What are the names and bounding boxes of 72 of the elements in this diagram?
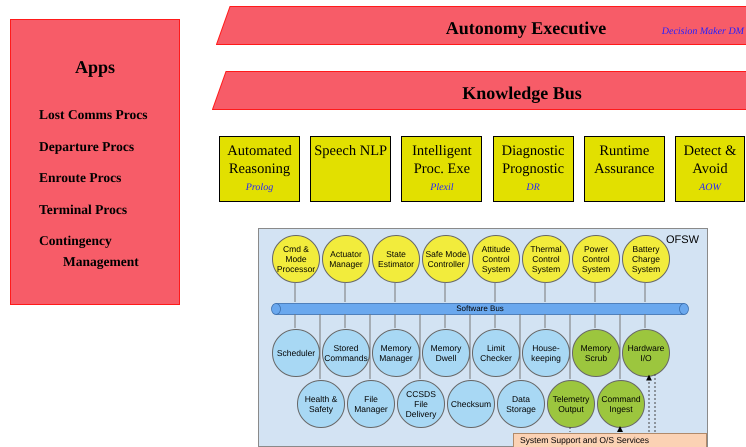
module-label: Memory Scrub [580,343,612,363]
connector-line [444,314,446,328]
apps-panel [10,19,180,305]
banner-title: Knowledge Bus [461,82,583,105]
connector-line [617,426,623,432]
connector-line [644,282,646,302]
module-label: Hardware I/O [626,343,666,363]
connector-line [394,282,396,302]
module-label: State Estimator [377,249,415,269]
box-title: Diagnostic Prognostic [500,142,566,178]
connector-line [544,314,546,328]
component-box [401,136,482,202]
component-box [584,136,665,202]
module-label: Limit Checker [479,343,513,363]
services-label: System Support and O/S Services [520,434,649,447]
box-subtitle: AOW [699,181,721,195]
box-subtitle: Plexil [430,181,454,195]
software-panel [258,228,708,447]
app-item: Enroute Procs [39,169,122,187]
panel-heading: Apps [74,56,116,79]
component-box [675,136,745,202]
module-label: Actuator Manager [328,249,364,269]
module-label: Memory Manager [378,343,414,363]
module-label: Command Ingest [600,394,642,414]
app-item: Contingency Management [39,232,140,271]
connector-line [654,373,656,432]
module-label: Memory Dwell [430,343,462,363]
component-box [219,136,300,202]
module-label: Data Storage [505,394,537,414]
connector-line [444,282,446,302]
app-item: Lost Comms Procs [39,106,148,124]
connector-line [344,314,346,328]
services-bar [513,433,707,447]
connector-line [594,314,596,328]
box-title: Intelligent Proc. Exe [411,142,473,178]
module-label: Safe Mode Controller [424,249,468,269]
module-label: File Manager [353,394,389,414]
component-box [310,136,392,202]
module-label: Telemetry Output [552,394,590,414]
module-label: Thermal Control System [529,244,563,274]
module-label: Battery Charge System [630,244,662,274]
app-item: Terminal Procs [39,200,128,218]
connector-line [344,282,346,302]
connector-line [394,314,396,328]
module-label: Checksum [450,399,492,409]
connector-line [646,374,652,432]
connector-line [294,314,296,328]
box-title: Runtime Assurance [593,142,656,178]
box-title: Detect & Avoid [682,142,738,178]
app-item: Departure Procs [39,138,136,156]
module-label: CCSDS File Delivery [404,389,438,419]
module-label: House-keeping [530,343,562,363]
box-title: Speech NLP [313,142,388,160]
module-label: Cmd & Mode Processor [276,244,316,274]
connector-line [544,282,546,302]
bus-label: Software Bus [455,303,505,315]
connector-line [494,282,496,302]
module-label: Attitude Control System [480,244,512,274]
panel-label: OFSW [666,233,699,248]
box-title: Automated Reasoning [226,142,293,178]
connector-line [494,314,496,328]
component-box [492,136,574,202]
box-subtitle: DR [526,181,540,195]
connector-line [594,282,596,302]
banner-subtitle: Decision Maker DM [662,25,744,39]
module-label: Health & Safety [304,394,338,414]
connector-line [294,282,296,302]
box-subtitle: Prolog [246,181,274,195]
module-label: Scheduler [276,348,316,358]
module-label: Stored Commands [324,343,368,363]
connector-line [644,314,646,328]
module-label: Power Control System [580,244,612,274]
